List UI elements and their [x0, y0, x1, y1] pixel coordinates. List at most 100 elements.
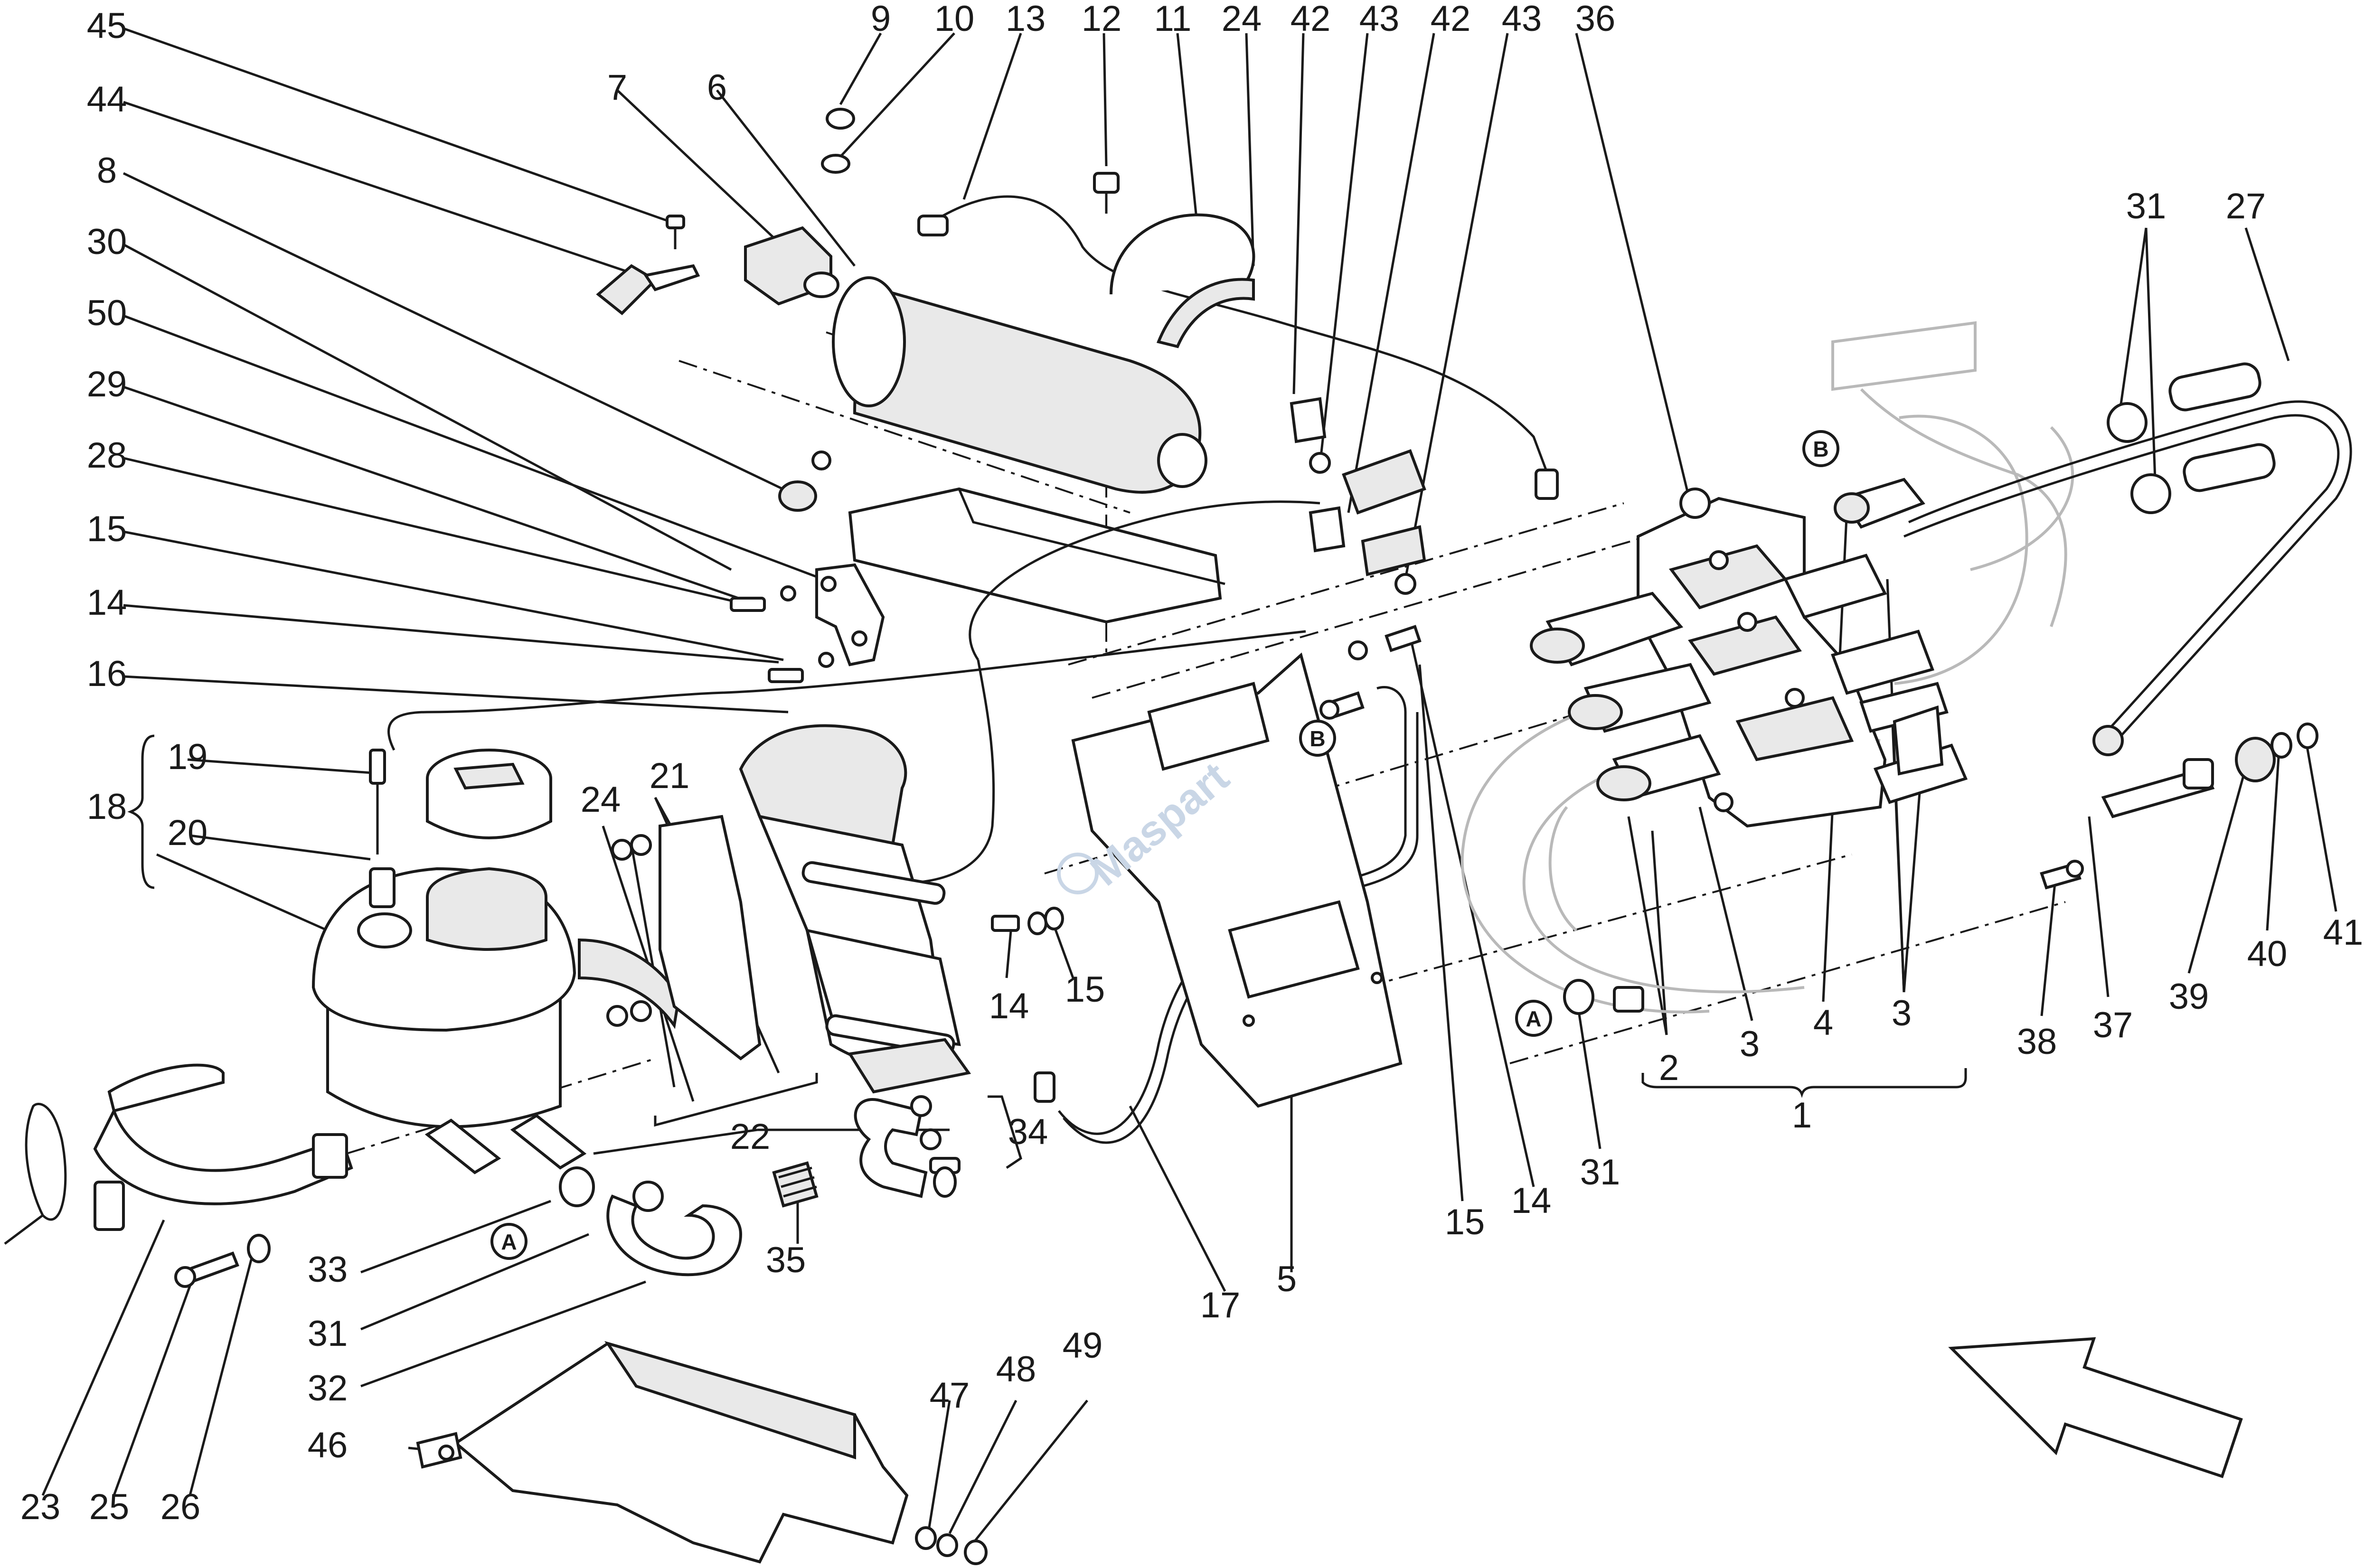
label-2: 2	[1659, 1048, 1679, 1088]
label-26: 26	[160, 1487, 201, 1527]
label-6: 6	[707, 67, 727, 108]
label-45: 45	[87, 6, 127, 46]
label-15-right: 15	[1445, 1202, 1485, 1242]
label-12: 12	[1082, 0, 1122, 39]
part-12-bolt	[1093, 172, 1120, 214]
label-39: 39	[2169, 976, 2209, 1017]
part-38-bolt	[2040, 860, 2084, 890]
part-43-nut	[1309, 452, 1416, 595]
label-37: 37	[2093, 1005, 2133, 1045]
part-labels: 45 44 8 30 50 29 28 15 14 16 18 19 20 7 …	[20, 0, 2364, 1527]
label-48: 48	[996, 1349, 1036, 1390]
part-8-fitting	[778, 451, 831, 512]
label-7: 7	[607, 67, 627, 108]
label-35: 35	[766, 1240, 806, 1280]
label-34: 34	[1008, 1112, 1048, 1152]
label-23: 23	[20, 1487, 61, 1527]
part-46-shield	[416, 1341, 909, 1564]
part-34-fitting	[854, 1095, 961, 1198]
part-39-clamp	[2235, 737, 2276, 782]
label-43-b: 43	[1502, 0, 1542, 39]
label-19: 19	[168, 737, 208, 777]
label-32: 32	[308, 1368, 348, 1408]
part-4-sensor	[1834, 478, 1925, 529]
callout-a-left: A	[490, 1223, 528, 1260]
part-26-washer	[247, 1234, 271, 1263]
label-14-left: 14	[87, 582, 127, 623]
label-3-left: 3	[1740, 1024, 1760, 1064]
label-20: 20	[168, 813, 208, 853]
label-13: 13	[1006, 0, 1046, 39]
label-24-top: 24	[1222, 0, 1262, 39]
part-50-bracket	[815, 563, 885, 667]
label-29: 29	[87, 364, 127, 404]
label-17: 17	[1200, 1285, 1241, 1325]
callout-a-right-text: A	[1526, 1006, 1541, 1031]
part-wiring-left	[4, 1102, 67, 1245]
part-14-bolt-mid	[991, 907, 1064, 935]
part-41-nut	[2297, 723, 2318, 749]
label-38: 38	[2017, 1022, 2057, 1062]
label-15-left: 15	[87, 509, 127, 549]
part-20-cap	[426, 749, 552, 839]
part-19-sensor	[369, 749, 386, 854]
part-24-gasket	[578, 938, 681, 1029]
part-14-bolt-upper	[1348, 625, 1422, 660]
label-33: 33	[308, 1249, 348, 1290]
label-11: 11	[1154, 0, 1192, 39]
part-49-nut	[964, 1540, 988, 1565]
part-28-bolt	[730, 585, 796, 612]
part-23-strap	[93, 1063, 353, 1231]
label-31-right: 31	[2126, 186, 2167, 226]
callout-b-mid-text: B	[1309, 726, 1325, 751]
callout-a-left-text: A	[501, 1230, 517, 1254]
label-49: 49	[1063, 1325, 1103, 1366]
part-27-pipe	[1903, 362, 2352, 756]
part-32-hose	[606, 1181, 743, 1277]
callout-b-top: B	[1802, 430, 1839, 467]
label-31-mid: 31	[1580, 1152, 1620, 1192]
part-3-solenoid	[1783, 554, 1968, 804]
label-46: 46	[308, 1425, 348, 1465]
part-11-strap	[1110, 213, 1255, 348]
label-28: 28	[87, 435, 127, 476]
label-42-a: 42	[1291, 0, 1331, 39]
part-7-sensor	[744, 226, 839, 306]
label-1: 1	[1792, 1095, 1812, 1136]
callout-a-right: A	[1515, 1000, 1552, 1037]
part-5-panel	[1071, 652, 1403, 1108]
label-36: 36	[1575, 0, 1616, 39]
part-16-cable	[387, 500, 1320, 884]
label-21: 21	[650, 756, 690, 796]
label-15-mid: 15	[1065, 969, 1105, 1010]
label-30: 30	[87, 222, 127, 262]
label-4: 4	[1813, 1003, 1833, 1043]
part-48-washer	[936, 1533, 958, 1557]
part-47-washer	[915, 1526, 937, 1550]
part-13-hose	[917, 195, 1559, 500]
label-14-mid: 14	[989, 986, 1029, 1026]
label-50: 50	[87, 293, 127, 333]
part-9-nut	[826, 108, 855, 130]
label-40: 40	[2247, 934, 2288, 974]
part-15-bolt	[1319, 691, 1365, 720]
label-24-left: 24	[581, 779, 621, 820]
part-14-bolt	[768, 652, 834, 683]
part-45-bolt	[666, 215, 685, 249]
label-42-b: 42	[1431, 0, 1471, 39]
label-9: 9	[871, 0, 891, 39]
part-37-fitting	[2101, 758, 2215, 818]
label-25: 25	[89, 1487, 130, 1527]
callout-b-mid: B	[1299, 720, 1336, 757]
part-bracket-plate	[848, 487, 1225, 624]
part-36-cap	[1679, 488, 1711, 519]
part-42-clip	[1290, 397, 1346, 553]
label-47: 47	[930, 1375, 970, 1416]
part-35-spring	[772, 1161, 819, 1208]
leader-lines	[41, 27, 2337, 1544]
label-3-right: 3	[1892, 993, 1912, 1033]
part-33-clamp	[559, 1166, 595, 1207]
part-connector	[1342, 449, 1426, 576]
callout-b-top-text: B	[1813, 437, 1828, 461]
